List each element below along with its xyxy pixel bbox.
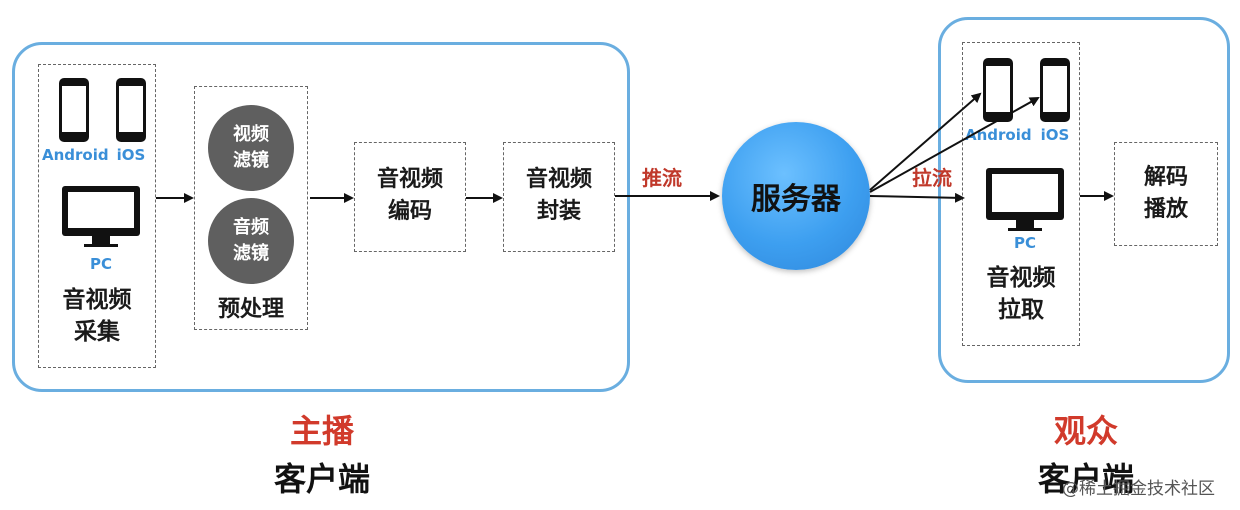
- viewer-role: 观众: [1053, 412, 1118, 450]
- device-label-android: Android: [42, 146, 109, 164]
- device-label-ios: iOS: [116, 146, 146, 164]
- fetch-label: 音视频 拉取: [986, 265, 1056, 323]
- pull-stream-label: 拉流: [912, 166, 952, 190]
- monitor-icon: [62, 186, 140, 247]
- viewer-client-label: 客户端: [1037, 460, 1134, 498]
- arrow-icon: [869, 97, 1040, 193]
- server-node: 服务器: [722, 122, 870, 270]
- capture-stage: [38, 64, 156, 368]
- device-label-pc: PC: [89, 255, 112, 273]
- capture-label: 音视频 采集: [62, 287, 132, 345]
- phone-icon: [116, 78, 146, 142]
- arrow-icon: [869, 192, 965, 203]
- phone-icon: [983, 58, 1013, 122]
- phone-icon: [1040, 58, 1070, 122]
- broadcaster-client-frame: [12, 42, 630, 392]
- phone-icon: [59, 78, 89, 142]
- broadcaster-client-label: 客户端: [273, 460, 370, 498]
- arrow-icon: [869, 92, 982, 191]
- decode-label: 解码 播放: [1143, 165, 1188, 222]
- preprocess-label: 预处理: [217, 297, 284, 322]
- preprocess-stage: [194, 86, 308, 330]
- broadcaster-role: 主播: [289, 412, 354, 450]
- device-label-ios: iOS: [1040, 126, 1070, 144]
- push-stream-label: 推流: [642, 166, 682, 190]
- monitor-icon: [986, 168, 1064, 231]
- audio-filter: 音频 滤镜: [208, 198, 294, 284]
- video-filter: 视频 滤镜: [208, 105, 294, 191]
- encode-label: 音视频 编码: [376, 167, 443, 224]
- watermark: @稀土掘金技术社区: [1062, 479, 1215, 499]
- decode-stage: [1114, 142, 1218, 246]
- encode-stage: [354, 142, 466, 252]
- package-stage: [503, 142, 615, 252]
- package-label: 音视频 封装: [525, 167, 592, 224]
- device-label-pc: PC: [1013, 234, 1036, 252]
- viewer-client-frame: [938, 17, 1230, 383]
